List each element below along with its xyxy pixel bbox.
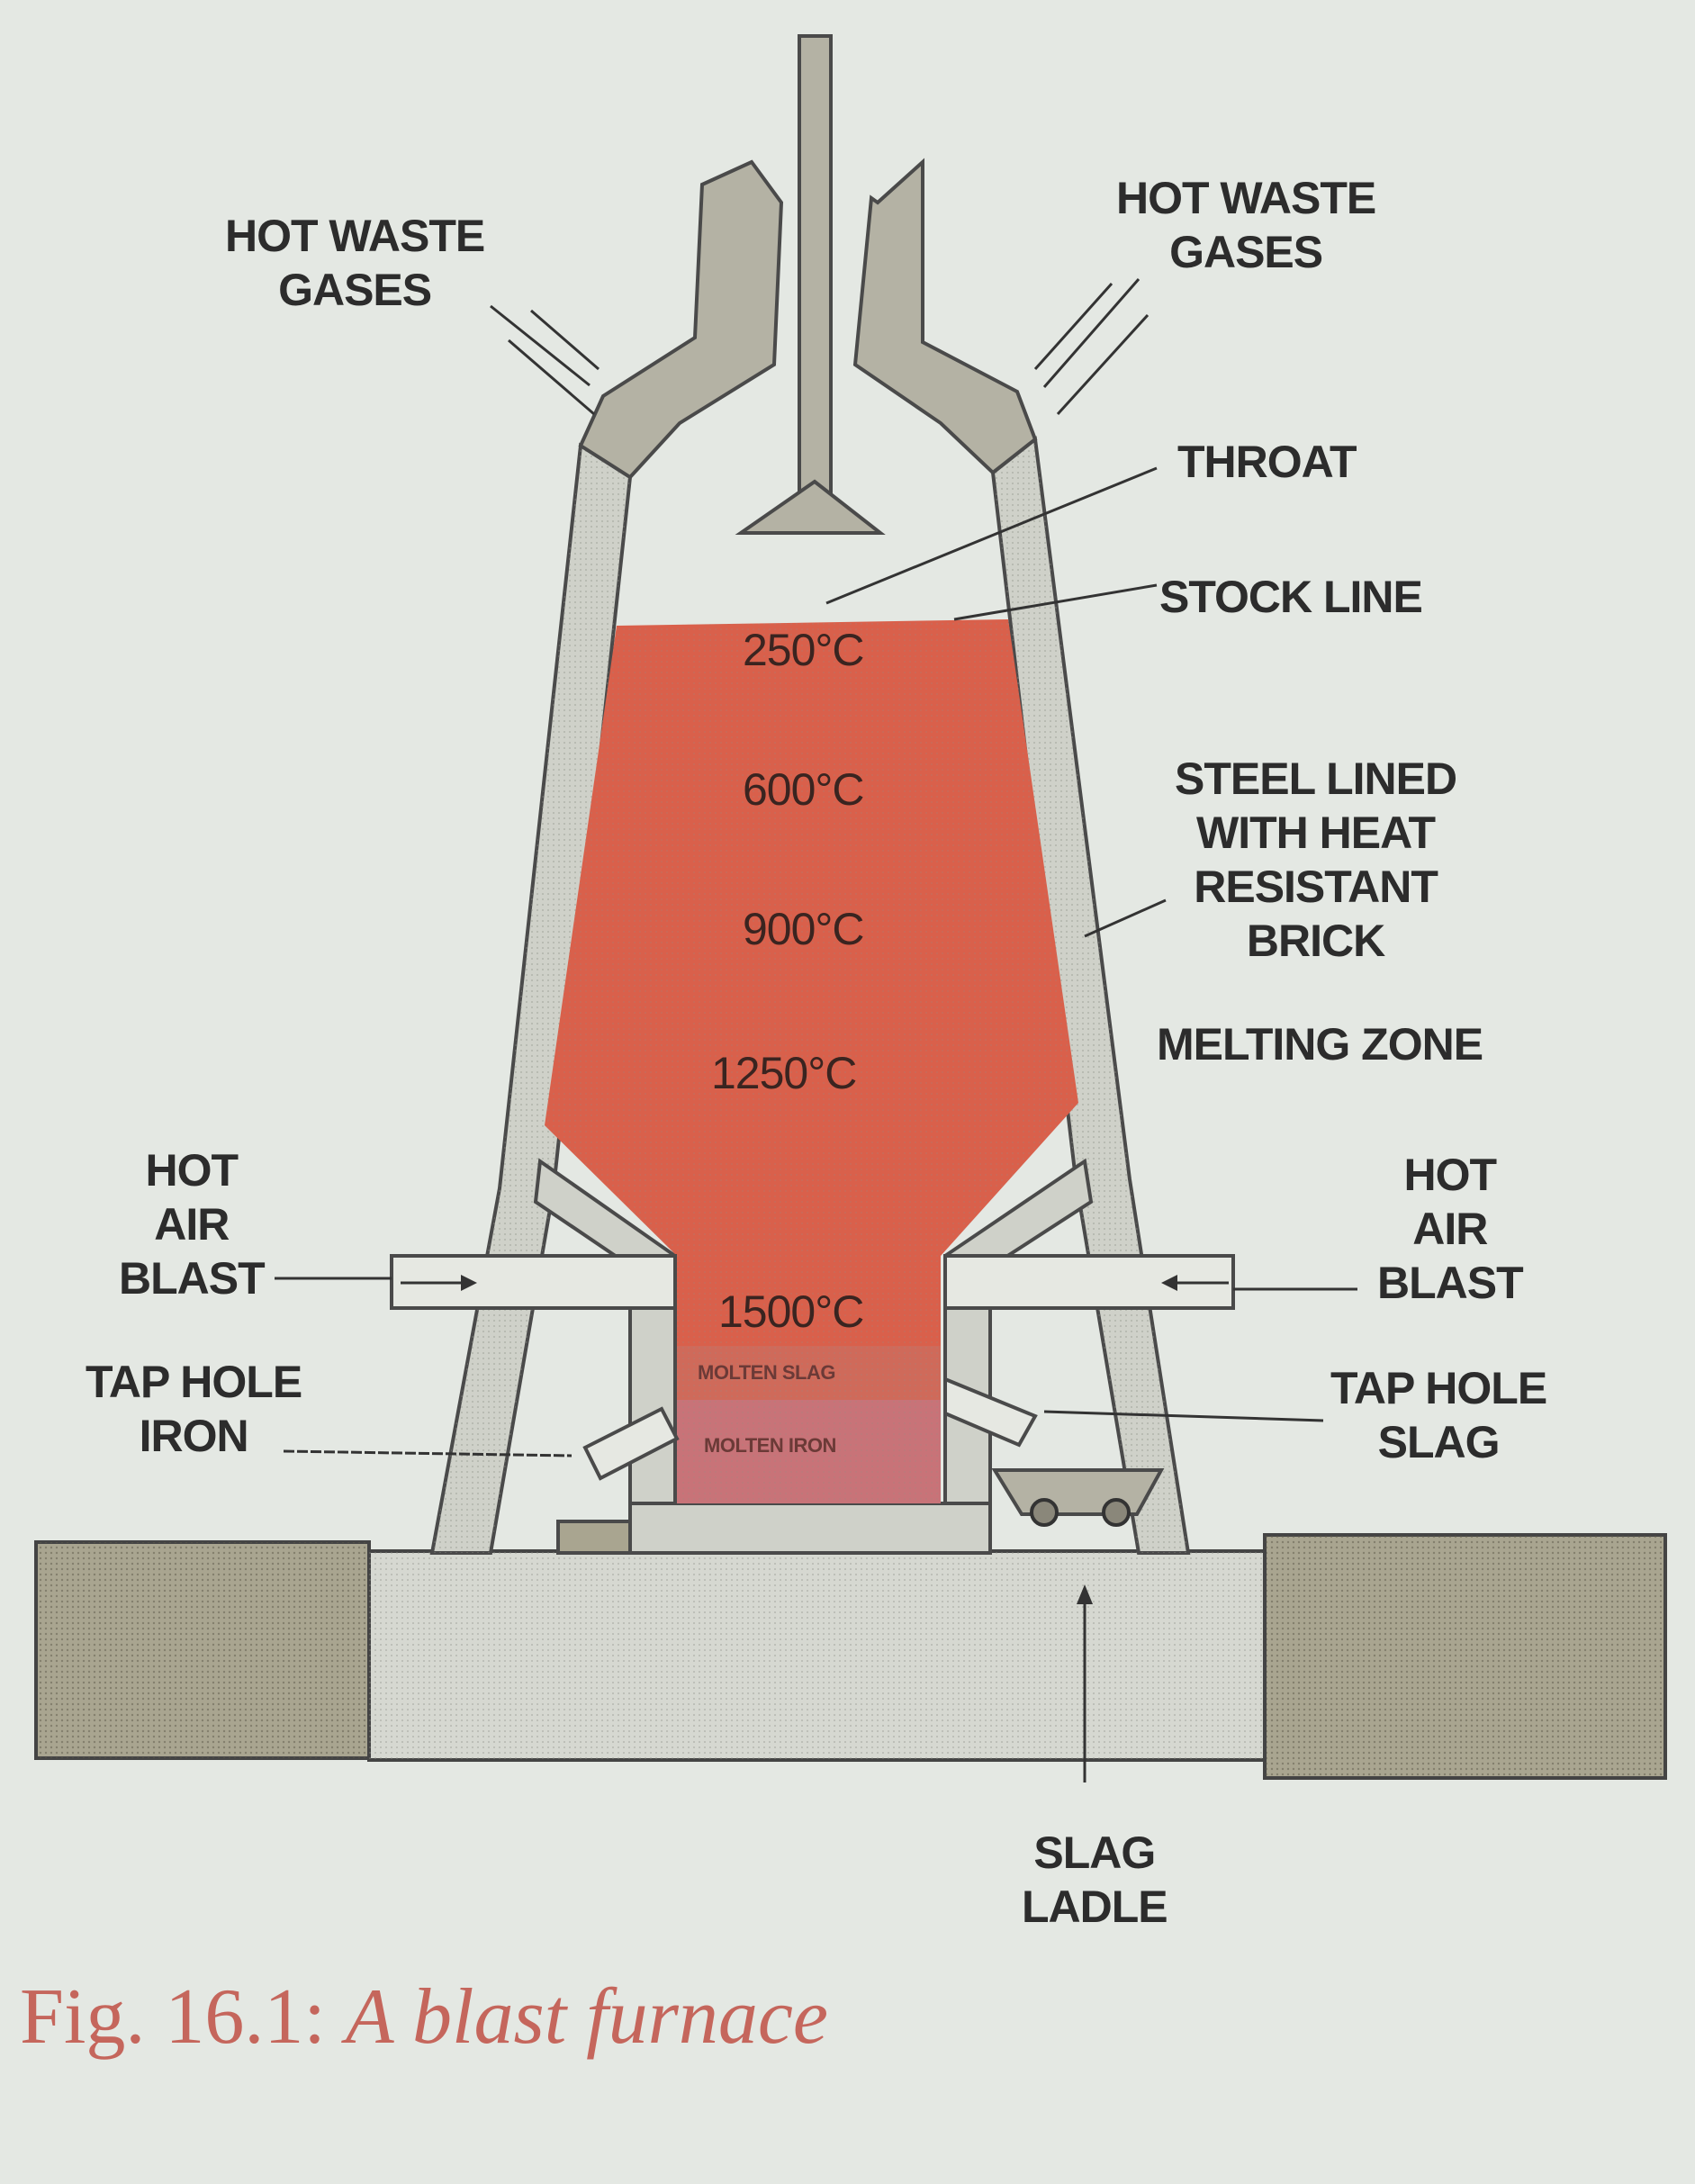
slag-ladle-cart (991, 1468, 1165, 1527)
hot-zone-texture (545, 619, 1078, 1346)
leader-stock-line (953, 583, 1158, 621)
bell-rod (798, 34, 833, 497)
label-line: RESISTANT (1194, 862, 1438, 912)
slag-ladle-body (991, 1468, 1165, 1516)
leader-slag-ladle-arrowhead (1077, 1584, 1093, 1604)
label-line: HOT (1403, 1150, 1498, 1200)
foundation (34, 1533, 1667, 1780)
slag-ladle-wheel-left (1030, 1498, 1059, 1527)
label-line: BRICK (1246, 916, 1385, 966)
label-line: BLAST (119, 1253, 266, 1304)
leader-waste-left-3 (530, 309, 600, 371)
label-hot-air-blast-right: HOT AIR BLAST (1377, 1148, 1524, 1310)
label-hot-waste-gases-left: HOT WASTE GASES (225, 209, 485, 317)
label-slag-ladle: SLAG LADLE (1022, 1826, 1168, 1934)
foundation-left-block-texture (36, 1542, 369, 1758)
label-hot-waste-gases-right: HOT WASTE GASES (1116, 171, 1376, 279)
right-tuyere-arrowhead (1161, 1275, 1177, 1291)
molten-layer-texture (677, 1346, 941, 1503)
leader-waste-left-1 (490, 304, 591, 387)
caption-title: A blast furnace (345, 1973, 828, 2061)
leader-tap-hole-slag (1043, 1410, 1324, 1422)
label-line: GASES (1169, 227, 1323, 277)
hearth-floor (628, 1502, 992, 1555)
label-line: HOT WASTE (225, 211, 485, 261)
left-wall-texture (432, 446, 630, 1553)
label-line: LADLE (1022, 1882, 1168, 1932)
hopper-left-arm (578, 159, 784, 480)
label-line: TAP HOLE (86, 1357, 302, 1407)
label-line: BLAST (1377, 1258, 1524, 1308)
leader-waste-right-3 (1033, 282, 1113, 371)
temperature-zone-2: 600°C (743, 764, 865, 815)
hearth-step (556, 1520, 632, 1555)
label-line: AIR (154, 1199, 230, 1250)
label-molten-iron: MOLTEN IRON (704, 1434, 836, 1457)
label-line: WITH HEAT (1196, 808, 1436, 858)
figure-caption: Fig. 16.1: A blast furnace (20, 1972, 828, 2062)
slag-ladle-wheel-right (1102, 1498, 1131, 1527)
slag-tap-hole-pipe (943, 1376, 1038, 1448)
leader-waste-right-2 (1056, 313, 1150, 416)
leader-waste-right-1 (1042, 278, 1141, 388)
label-tap-hole-slag: TAP HOLE SLAG (1330, 1361, 1547, 1469)
label-molten-slag: MOLTEN SLAG (698, 1361, 835, 1384)
label-line: AIR (1412, 1204, 1488, 1254)
hopper-right-arm (852, 158, 1038, 475)
temperature-zone-1: 250°C (743, 625, 865, 675)
charging-hopper (578, 34, 1038, 535)
label-tap-hole-iron: TAP HOLE IRON (86, 1355, 302, 1463)
label-throat: THROAT (1177, 437, 1357, 487)
label-line: GASES (278, 265, 432, 315)
temperature-zone-3: 900°C (743, 904, 865, 954)
foundation-right-block-texture (1265, 1535, 1665, 1778)
label-line: HOT (145, 1145, 239, 1196)
bell (735, 479, 886, 535)
temperature-zone-4: 1250°C (711, 1048, 857, 1098)
label-line: SLAG (1033, 1828, 1156, 1878)
leader-steel-lined (1084, 898, 1167, 938)
label-line: HOT WASTE (1116, 173, 1376, 223)
label-line: IRON (139, 1411, 249, 1461)
label-melting-zone: MELTING ZONE (1157, 1019, 1483, 1069)
iron-tap-hole-pipe (582, 1406, 680, 1481)
caption-prefix: Fig. 16.1: (20, 1973, 326, 2061)
label-hot-air-blast-left: HOT AIR BLAST (119, 1143, 266, 1305)
foundation-center-texture (369, 1551, 1265, 1760)
leader-waste-left-2 (508, 338, 595, 416)
label-line: TAP HOLE (1330, 1363, 1547, 1413)
label-line: SLAG (1377, 1417, 1501, 1467)
label-stock-line: STOCK LINE (1159, 572, 1423, 622)
label-line: STEEL LINED (1175, 754, 1457, 804)
tuyeres (390, 1254, 1235, 1310)
leader-tap-hole-iron (283, 1449, 573, 1458)
leader-throat (825, 466, 1158, 605)
label-steel-lined: STEEL LINED WITH HEAT RESISTANT BRICK (1175, 752, 1457, 968)
left-tuyere-arrowhead (461, 1275, 477, 1291)
leader-lines (275, 278, 1357, 1782)
temperature-zone-5: 1500°C (718, 1286, 864, 1337)
